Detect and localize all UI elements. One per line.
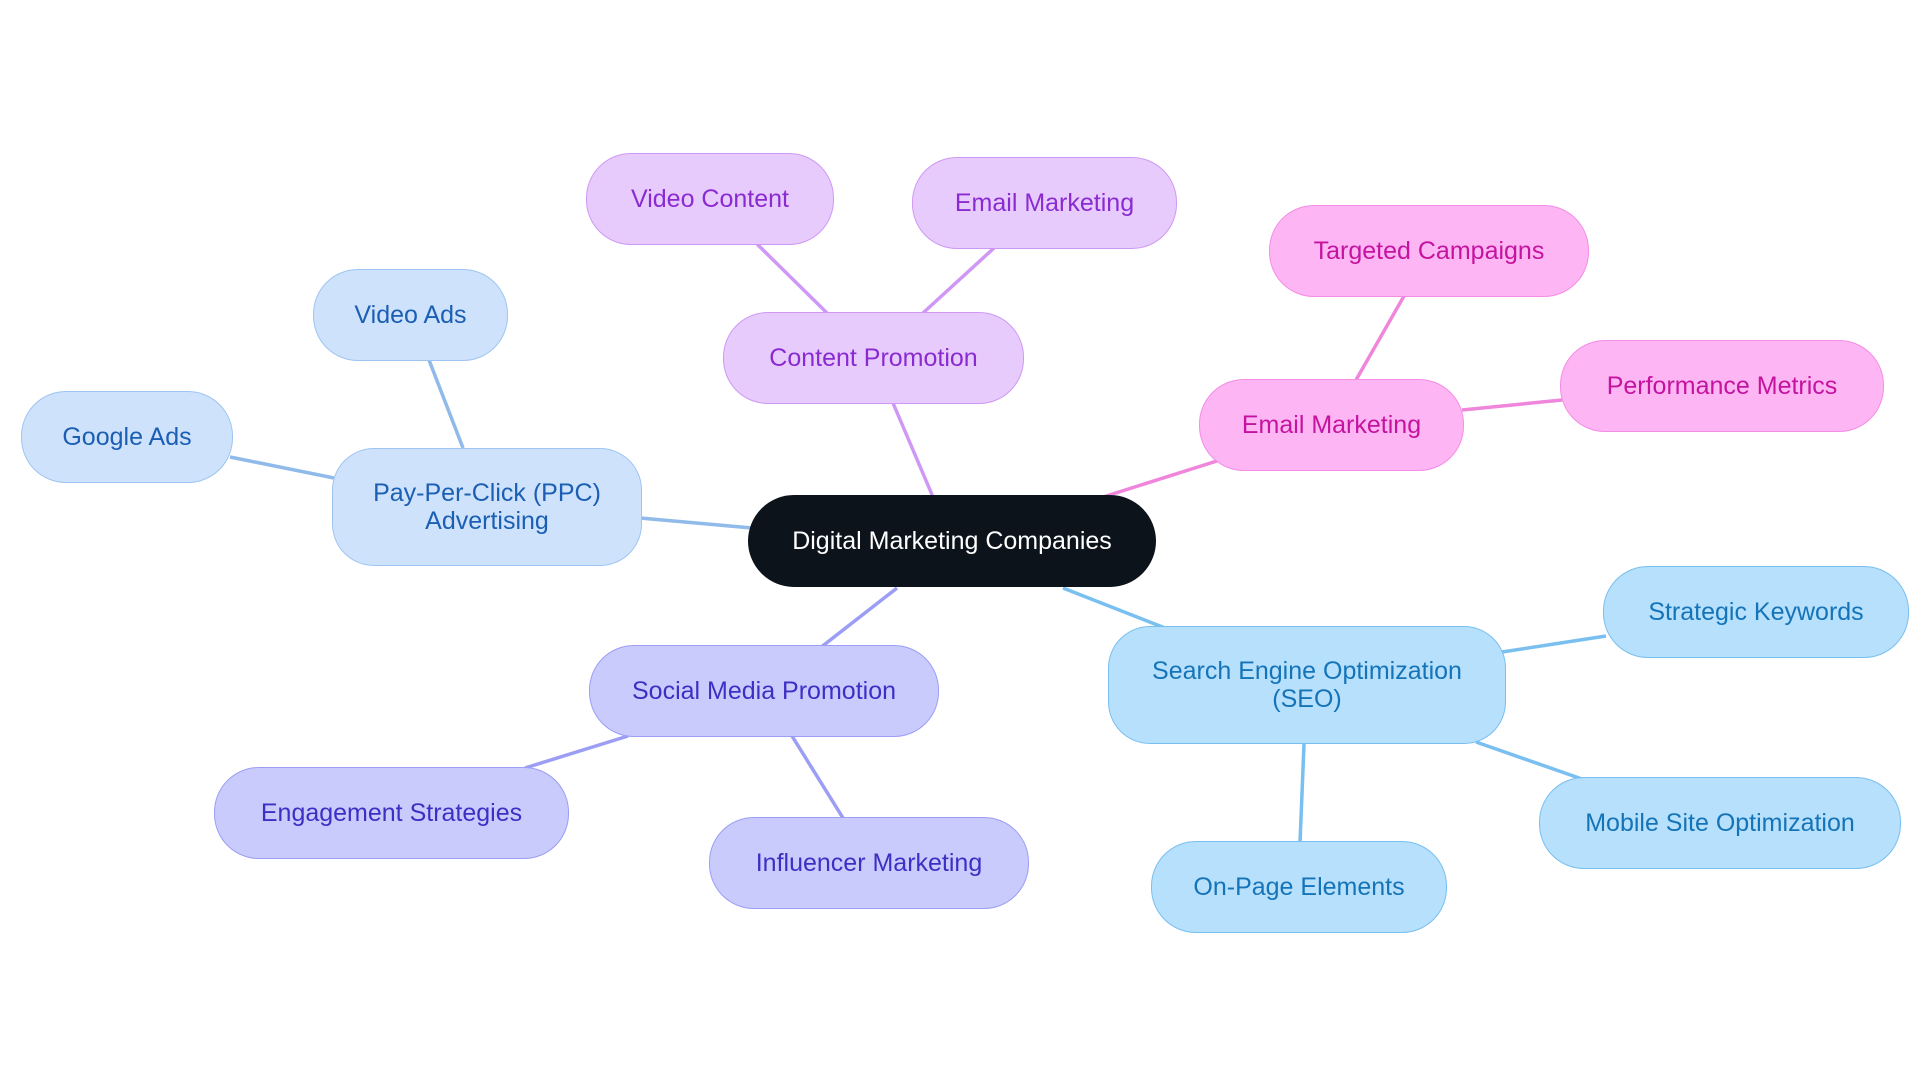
leaf-label: Google Ads — [62, 423, 192, 451]
leaf-label: Strategic Keywords — [1648, 598, 1864, 626]
leaf-node-video-content: Video Content — [586, 153, 834, 245]
leaf-label: Video Ads — [354, 301, 467, 329]
leaf-label: Targeted Campaigns — [1313, 237, 1545, 265]
leaf-label: Video Content — [631, 185, 789, 213]
leaf-node-influencer-marketing: Influencer Marketing — [709, 817, 1029, 909]
edge-root-content-promotion — [891, 402, 935, 498]
edge-root-seo — [1062, 586, 1166, 630]
edge-root-social-media — [818, 586, 899, 650]
edge-seo-strategic-keywords — [1501, 634, 1607, 654]
edge-em-targeted-campaigns — [1354, 295, 1406, 381]
leaf-node-performance-metrics: Performance Metrics — [1560, 340, 1884, 432]
leaf-node-engagement-strategies: Engagement Strategies — [214, 767, 569, 859]
edge-seo-on-page — [1298, 743, 1306, 844]
branch-label-seo: Search Engine Optimization (SEO) — [1152, 657, 1462, 713]
leaf-node-targeted-campaigns: Targeted Campaigns — [1269, 205, 1589, 297]
edge-seo-mobile — [1475, 740, 1583, 781]
branch-node-ppc: Pay-Per-Click (PPC) Advertising — [332, 448, 642, 566]
leaf-node-google-ads: Google Ads — [21, 391, 233, 483]
edge-em-performance-metrics — [1461, 398, 1563, 412]
edge-sm-engagement — [524, 734, 629, 770]
leaf-label: Performance Metrics — [1606, 372, 1838, 400]
root-label: Digital Marketing Companies — [792, 527, 1112, 555]
leaf-label: On-Page Elements — [1193, 873, 1405, 901]
leaf-node-email-marketing-cp: Email Marketing — [912, 157, 1177, 249]
edge-ppc-google-ads — [229, 455, 335, 480]
edge-root-ppc — [639, 516, 753, 530]
branch-label-social-media: Social Media Promotion — [631, 677, 896, 705]
leaf-label: Email Marketing — [954, 189, 1135, 217]
leaf-label: Influencer Marketing — [755, 849, 983, 877]
branch-node-social-media: Social Media Promotion — [589, 645, 939, 737]
branch-label-content-promotion: Content Promotion — [769, 344, 978, 372]
leaf-label: Engagement Strategies — [260, 799, 523, 827]
leaf-label: Mobile Site Optimization — [1585, 809, 1855, 837]
leaf-node-video-ads: Video Ads — [313, 269, 508, 361]
branch-node-content-promotion: Content Promotion — [723, 312, 1024, 404]
leaf-node-mobile-site-optimization: Mobile Site Optimization — [1539, 777, 1901, 869]
leaf-node-strategic-keywords: Strategic Keywords — [1603, 566, 1909, 658]
edge-ppc-video-ads — [427, 359, 465, 449]
edge-root-email-marketing — [1099, 458, 1221, 500]
branch-node-email-marketing: Email Marketing — [1199, 379, 1464, 471]
edge-sm-influencer — [790, 735, 845, 819]
leaf-node-on-page-elements: On-Page Elements — [1151, 841, 1447, 933]
branch-label-email-marketing: Email Marketing — [1241, 411, 1422, 439]
edge-cp-video-content — [755, 242, 829, 315]
root-node: Digital Marketing Companies — [748, 495, 1156, 587]
branch-node-seo: Search Engine Optimization (SEO) — [1108, 626, 1506, 744]
edge-cp-email-marketing — [921, 246, 996, 315]
branch-label-ppc: Pay-Per-Click (PPC) Advertising — [373, 479, 601, 535]
